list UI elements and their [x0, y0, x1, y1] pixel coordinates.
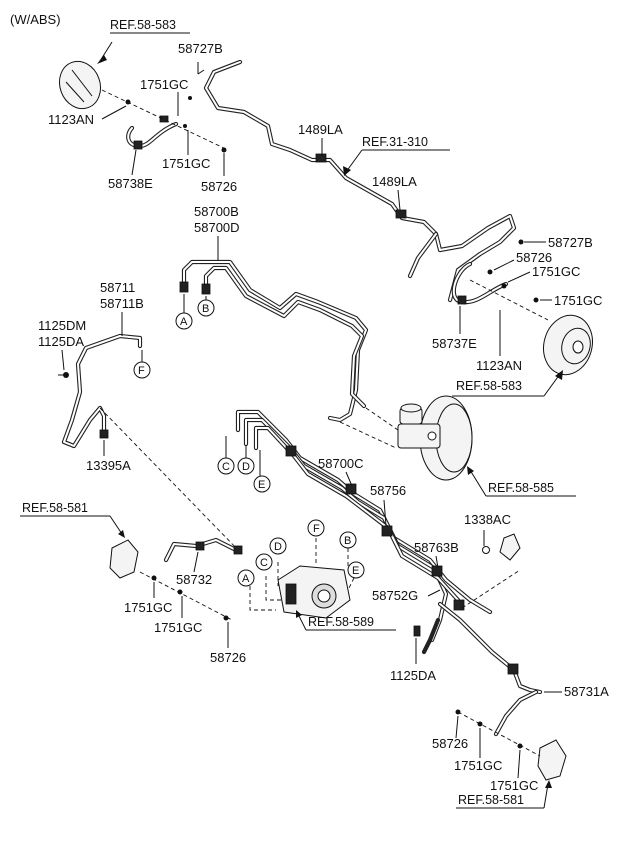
- pipe-clip-1489LA-a: [315, 153, 327, 163]
- svg-text:F: F: [313, 523, 320, 535]
- abs-variant-label: (W/ABS): [10, 12, 61, 27]
- svg-text:A: A: [242, 573, 250, 585]
- part-1751GC-e[interactable]: 1751GC: [124, 600, 172, 615]
- svg-text:D: D: [274, 541, 282, 553]
- part-58738E[interactable]: 58738E: [108, 176, 153, 191]
- connector-a2[interactable]: A: [237, 569, 255, 587]
- part-1751GC-h[interactable]: 1751GC: [490, 778, 538, 793]
- connector-a1[interactable]: A: [175, 294, 193, 330]
- part-58700C[interactable]: 58700C: [318, 456, 364, 471]
- part-58737E[interactable]: 58737E: [432, 336, 477, 351]
- svg-text:B: B: [202, 303, 209, 315]
- leader-dash-left: [99, 407, 241, 553]
- connector-f1[interactable]: F: [133, 350, 151, 379]
- ref-31-310[interactable]: REF.31-310: [362, 135, 428, 149]
- part-1489LA-b[interactable]: 1489LA: [372, 174, 417, 189]
- abs-hydraulic-unit: [249, 538, 355, 619]
- part-58756[interactable]: 58756: [370, 483, 406, 498]
- ref-arrow-1: [97, 55, 107, 64]
- part-58726-c[interactable]: 58726: [210, 650, 246, 665]
- part-58726-a[interactable]: 58726: [201, 179, 237, 194]
- nut-13395A: [99, 429, 109, 439]
- rear-left-brake-assembly: [109, 537, 243, 621]
- ref-58-585[interactable]: REF.58-585: [488, 481, 554, 495]
- connector-f2[interactable]: F: [307, 519, 325, 537]
- rear-right-backing-plate: [537, 739, 567, 781]
- part-1751GC-a[interactable]: 1751GC: [140, 77, 188, 92]
- rear-right-hose: [493, 689, 539, 737]
- bracket-1338AC: [499, 533, 521, 561]
- part-58700B[interactable]: 58700B: [194, 204, 239, 219]
- part-1751GC-f[interactable]: 1751GC: [154, 620, 202, 635]
- svg-text:F: F: [138, 365, 145, 377]
- pipe-clip-1489LA-b: [395, 209, 407, 219]
- connector-e2[interactable]: E: [347, 561, 365, 579]
- svg-text:E: E: [352, 565, 359, 577]
- clip-58727B-a: [197, 62, 205, 75]
- svg-text:B: B: [344, 535, 351, 547]
- part-1125DA-b[interactable]: 1125DA: [390, 668, 436, 683]
- clip-58726-a: [221, 147, 227, 153]
- ref-58-581-left[interactable]: REF.58-581: [22, 501, 88, 515]
- part-1751GC-g[interactable]: 1751GC: [454, 758, 502, 773]
- ref-58-583-right[interactable]: REF.58-583: [456, 379, 522, 393]
- svg-text:A: A: [180, 316, 188, 328]
- svg-text:D: D: [242, 461, 250, 473]
- svg-text:C: C: [260, 557, 268, 569]
- rear-right-pipe-58731A: [413, 601, 567, 781]
- part-1125DM[interactable]: 1125DM: [38, 318, 86, 333]
- front-left-caliper-shape: [58, 60, 102, 110]
- leader-dash-fl: [101, 89, 229, 151]
- part-1751GC-d[interactable]: 1751GC: [554, 293, 602, 308]
- brake-pipe-bundle-58700C: [235, 409, 493, 643]
- part-1338AC[interactable]: 1338AC: [464, 512, 511, 527]
- rear-left-pipe-58711: [58, 333, 143, 449]
- brake-master-cylinder-booster: [339, 395, 473, 481]
- front-left-brake-assembly: REF.58-583: [58, 18, 229, 153]
- connector-b1[interactable]: B: [197, 296, 215, 317]
- rear-left-backing-plate: [109, 539, 139, 579]
- connector-c2[interactable]: C: [255, 553, 273, 571]
- part-58752G[interactable]: 58752G: [372, 588, 418, 603]
- part-1489LA-a[interactable]: 1489LA: [298, 122, 343, 137]
- part-58726-b[interactable]: 58726: [516, 250, 552, 265]
- front-brake-pipe-long: [203, 59, 517, 303]
- part-58731A[interactable]: 58731A: [564, 684, 609, 699]
- part-58727B-a[interactable]: 58727B: [178, 41, 223, 56]
- svg-text:C: C: [222, 461, 230, 473]
- part-58727B-b[interactable]: 58727B: [548, 235, 593, 250]
- part-1751GC-c[interactable]: 1751GC: [532, 264, 580, 279]
- part-1751GC-b[interactable]: 1751GC: [162, 156, 210, 171]
- connector-c1[interactable]: C: [217, 436, 235, 475]
- part-58700D[interactable]: 58700D: [194, 220, 240, 235]
- bolt-1125DA-b: [413, 625, 421, 637]
- part-58726-d[interactable]: 58726: [432, 736, 468, 751]
- part-58763B[interactable]: 58763B: [414, 540, 459, 555]
- connector-b2[interactable]: B: [339, 531, 357, 549]
- part-1125DA-a[interactable]: 1125DA: [38, 334, 84, 349]
- part-1123AN-b[interactable]: 1123AN: [476, 358, 522, 373]
- connector-d2[interactable]: D: [269, 537, 287, 555]
- connector-d1[interactable]: D: [237, 446, 255, 475]
- master-cylinder-pipes: [179, 259, 369, 423]
- part-58711[interactable]: 58711: [100, 280, 135, 295]
- caliper-detail: [65, 69, 93, 103]
- hose-fitting: [159, 115, 169, 123]
- svg-text:E: E: [258, 479, 265, 491]
- ref-58-583-top[interactable]: REF.58-583: [110, 18, 176, 32]
- part-58732[interactable]: 58732: [176, 572, 212, 587]
- part-1123AN-a[interactable]: 1123AN: [48, 112, 94, 127]
- connector-e1[interactable]: E: [253, 450, 271, 493]
- ref-leader-2: [345, 149, 363, 173]
- ref-58-589[interactable]: REF.58-589: [308, 615, 374, 629]
- ref-58-581-right[interactable]: REF.58-581: [458, 793, 524, 807]
- hose-bracket: [133, 140, 143, 150]
- bolt-1123AN-a: [125, 99, 131, 105]
- nut-1338AC: [482, 546, 490, 554]
- part-58711B[interactable]: 58711B: [100, 296, 144, 311]
- part-13395A[interactable]: 13395A: [86, 458, 131, 473]
